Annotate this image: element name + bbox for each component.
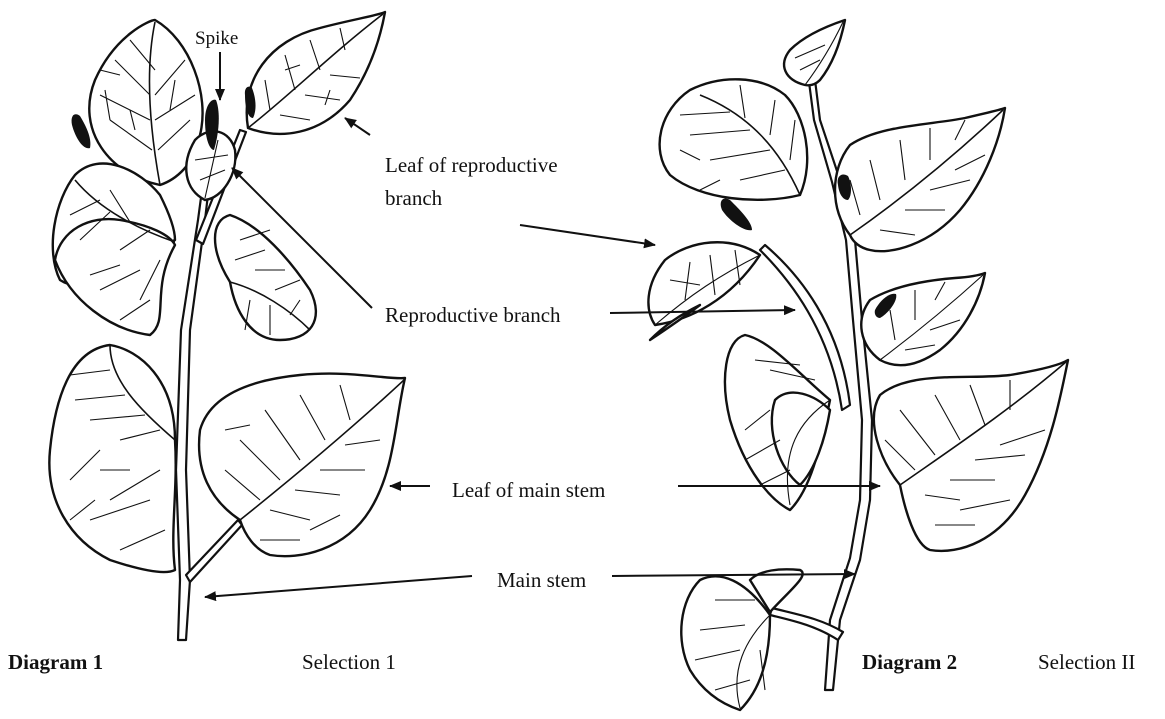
caption-diagram-2: Diagram 2	[862, 650, 957, 674]
caption-selection-1: Selection 1	[302, 650, 396, 674]
arrow-leaf-of-reproductive-branch-diagram-2	[520, 225, 655, 245]
label-spike: Spike	[195, 28, 238, 49]
label-leaf-of-reproductive-branch-line2: branch	[385, 186, 443, 210]
diagram-2-leaf-upper-left	[660, 79, 808, 200]
diagram-1-leaf-petiole	[186, 520, 242, 582]
diagram-2-plant	[648, 20, 1068, 710]
diagram-2-spike	[721, 198, 752, 230]
diagram-2-leaf-bottom	[681, 569, 802, 710]
diagram-2-leaf-upper-right	[835, 108, 1005, 251]
label-leaf-of-reproductive-branch: Leaf of reproductive	[385, 153, 558, 177]
diagram-1-leaf-upper-right	[247, 12, 385, 134]
arrow-main-stem-diagram-1	[205, 576, 472, 597]
diagram-2-leaf-mid-left	[648, 242, 760, 340]
diagram-2-leaf-top	[784, 20, 845, 85]
diagram-2-leaf-center-left	[725, 335, 830, 510]
arrow-leaf-of-reproductive-branch-diagram-1	[345, 118, 370, 135]
caption-selection-2: Selection II	[1038, 650, 1135, 674]
caption-diagram-1: Diagram 1	[8, 650, 103, 674]
diagram-2-leaf-mid-right	[861, 273, 985, 365]
diagram-1-leaf-right-mid	[215, 215, 316, 340]
diagram-1-plant	[49, 12, 405, 640]
diagram-1-leaf-bottom-left	[49, 345, 175, 572]
label-reproductive-branch: Reproductive branch	[385, 303, 561, 327]
arrow-main-stem-diagram-2	[612, 574, 855, 576]
diagram-1-leaf-left-mid	[53, 164, 175, 335]
diagram-2-leaf-lower-right	[874, 360, 1068, 551]
arrow-reproductive-branch-diagram-2	[610, 310, 795, 313]
diagram-1-leaf-top-left	[89, 20, 202, 185]
label-leaf-of-main-stem: Leaf of main stem	[452, 478, 605, 502]
captions: Diagram 1 Selection 1 Diagram 2 Selectio…	[8, 650, 1135, 674]
label-main-stem: Main stem	[497, 568, 586, 592]
diagram-1-spike	[72, 114, 91, 148]
